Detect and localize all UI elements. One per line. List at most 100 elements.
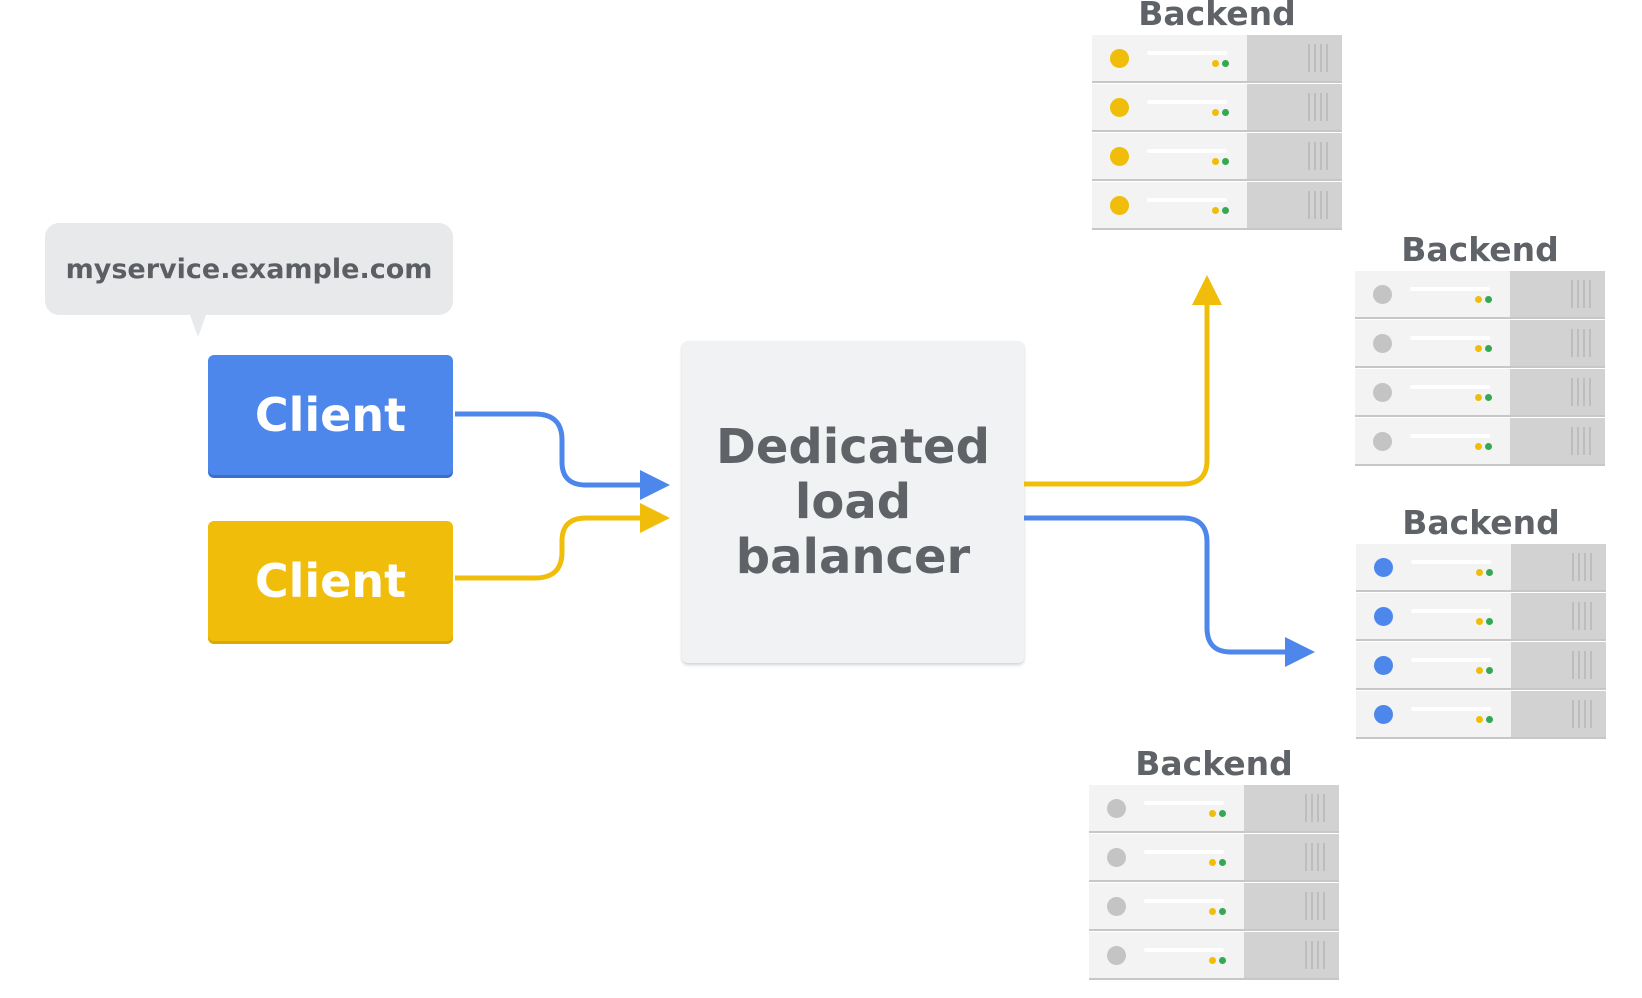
indicator-light-icon <box>1222 109 1229 116</box>
indicator-light-icon <box>1476 716 1483 723</box>
drive-slot <box>1144 850 1224 854</box>
lb-to-middle-backend-arrow <box>1024 515 1315 667</box>
vent-grille-icon <box>1572 651 1594 679</box>
backend-title: Backend <box>1135 744 1293 783</box>
indicator-light-icon <box>1486 667 1493 674</box>
indicator-light-icon <box>1219 859 1226 866</box>
client-yellow-label: Client <box>254 554 407 608</box>
indicator-light-icon <box>1212 60 1219 67</box>
server-rack-icon <box>1092 35 1342 228</box>
client-blue: Client <box>208 355 453 475</box>
client-yellow: Client <box>208 521 453 641</box>
server-rack-icon <box>1089 785 1339 978</box>
status-led-icon <box>1107 848 1126 867</box>
drive-slot <box>1144 948 1224 952</box>
vent-grille-icon <box>1305 941 1327 969</box>
backend-top: Backend <box>1092 0 1342 231</box>
indicator-light-icon <box>1485 443 1492 450</box>
server-unit <box>1092 84 1342 130</box>
indicator-light-icon <box>1222 207 1229 214</box>
dedicated-load-balancer: Dedicated load balancer <box>682 341 1024 663</box>
drive-slot <box>1410 336 1490 340</box>
bubble-tail <box>190 315 206 337</box>
indicator-light-icon <box>1475 443 1482 450</box>
server-unit <box>1092 182 1342 228</box>
indicator-light-icon <box>1212 158 1219 165</box>
status-led-icon <box>1110 196 1129 215</box>
vent-grille-icon <box>1571 427 1593 455</box>
status-led-icon <box>1110 49 1129 68</box>
indicator-light-icon <box>1212 207 1219 214</box>
drive-slot <box>1411 609 1491 613</box>
vent-grille-icon <box>1571 378 1593 406</box>
indicator-light-icon <box>1212 109 1219 116</box>
server-rack-icon <box>1355 271 1605 464</box>
load-balancer-label: Dedicated load balancer <box>716 418 990 585</box>
indicator-light-icon <box>1485 296 1492 303</box>
vent-grille-icon <box>1308 44 1330 72</box>
indicator-light-icon <box>1476 569 1483 576</box>
drive-slot <box>1147 198 1227 202</box>
server-rack-icon <box>1356 544 1606 737</box>
blue-client-to-lb-arrow <box>455 411 670 500</box>
vent-grille-icon <box>1571 280 1593 308</box>
vent-grille-icon <box>1572 553 1594 581</box>
vent-grille-icon <box>1308 142 1330 170</box>
status-led-icon <box>1107 946 1126 965</box>
server-unit <box>1356 593 1606 639</box>
vent-grille-icon <box>1572 602 1594 630</box>
vent-grille-icon <box>1571 329 1593 357</box>
indicator-light-icon <box>1486 569 1493 576</box>
indicator-light-icon <box>1222 60 1229 67</box>
drive-slot <box>1144 801 1224 805</box>
backend-title: Backend <box>1402 503 1560 542</box>
lb-to-top-backend-arrow <box>1024 275 1222 487</box>
drive-slot <box>1410 287 1490 291</box>
client-blue-label: Client <box>254 388 407 442</box>
vent-grille-icon <box>1305 843 1327 871</box>
server-unit <box>1089 834 1339 880</box>
indicator-light-icon <box>1219 810 1226 817</box>
indicator-light-icon <box>1476 667 1483 674</box>
drive-slot <box>1144 899 1224 903</box>
drive-slot <box>1147 149 1227 153</box>
status-led-icon <box>1374 705 1393 724</box>
status-led-icon <box>1110 98 1129 117</box>
status-led-icon <box>1373 432 1392 451</box>
indicator-light-icon <box>1476 618 1483 625</box>
status-led-icon <box>1373 383 1392 402</box>
indicator-light-icon <box>1219 908 1226 915</box>
dns-name-bubble: myservice.example.com <box>45 223 453 315</box>
server-unit <box>1356 544 1606 590</box>
server-unit <box>1355 418 1605 464</box>
status-led-icon <box>1107 897 1126 916</box>
indicator-light-icon <box>1222 158 1229 165</box>
drive-slot <box>1411 658 1491 662</box>
status-led-icon <box>1373 334 1392 353</box>
backend-title: Backend <box>1138 0 1296 33</box>
vent-grille-icon <box>1308 191 1330 219</box>
server-unit <box>1092 35 1342 81</box>
indicator-light-icon <box>1475 296 1482 303</box>
backend-title: Backend <box>1401 230 1559 269</box>
server-unit <box>1355 271 1605 317</box>
backend-right-lower: Backend <box>1356 502 1606 740</box>
server-unit <box>1089 785 1339 831</box>
drive-slot <box>1411 707 1491 711</box>
server-unit <box>1355 369 1605 415</box>
drive-slot <box>1410 385 1490 389</box>
yellow-client-to-lb-arrow <box>455 503 670 581</box>
indicator-light-icon <box>1485 394 1492 401</box>
indicator-light-icon <box>1209 810 1216 817</box>
status-led-icon <box>1374 558 1393 577</box>
status-led-icon <box>1374 656 1393 675</box>
server-unit <box>1355 320 1605 366</box>
indicator-light-icon <box>1486 716 1493 723</box>
server-unit <box>1092 133 1342 179</box>
status-led-icon <box>1374 607 1393 626</box>
server-unit <box>1089 883 1339 929</box>
backend-bottom: Backend <box>1089 743 1339 981</box>
status-led-icon <box>1373 285 1392 304</box>
indicator-light-icon <box>1475 394 1482 401</box>
